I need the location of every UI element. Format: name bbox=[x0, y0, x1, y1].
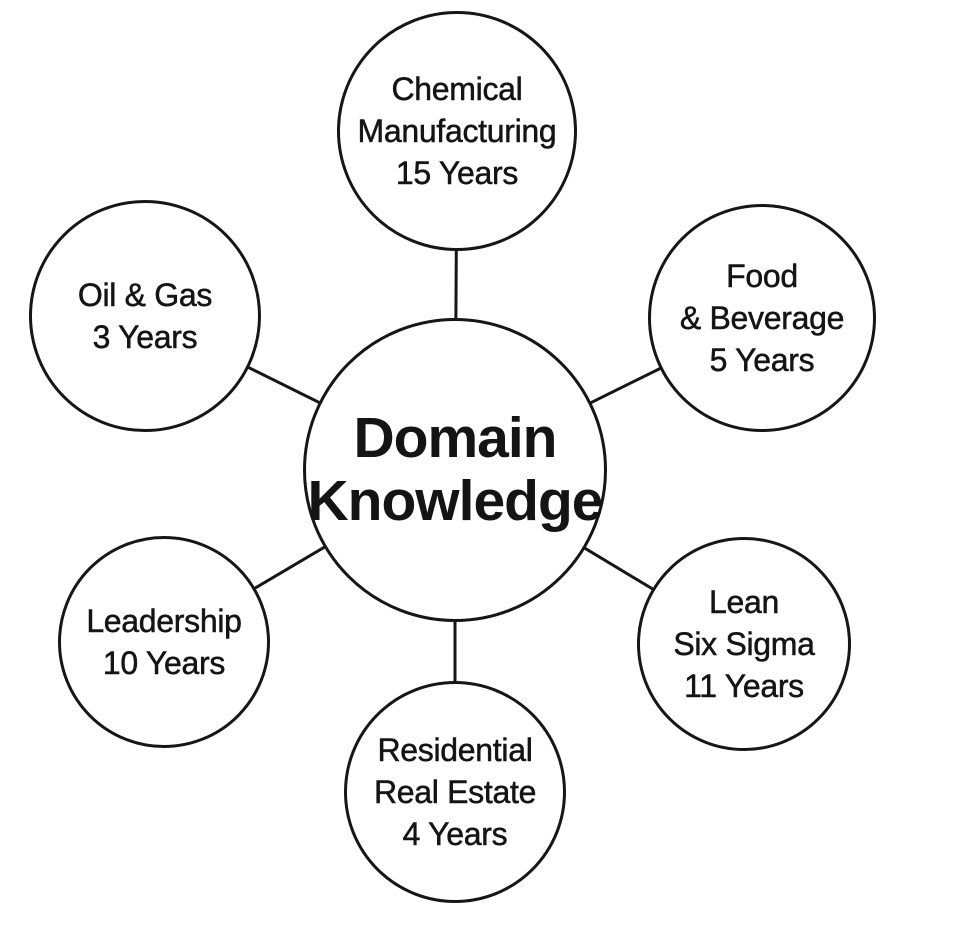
node-label-line: Oil & Gas bbox=[77, 277, 213, 314]
node-label-line: Manufacturing bbox=[357, 113, 557, 150]
node-food-beverage: Food & Beverage 5 Years bbox=[648, 204, 876, 432]
hub-domain-knowledge: Domain Knowledge bbox=[303, 318, 607, 622]
node-label-line: 15 Years bbox=[395, 155, 519, 192]
node-label-line: 3 Years bbox=[92, 319, 198, 356]
node-oil-and-gas: Oil & Gas 3 Years bbox=[29, 200, 261, 432]
node-label-line: Real Estate bbox=[373, 774, 537, 811]
node-label-line: Six Sigma bbox=[673, 626, 815, 663]
node-leadership: Leadership 10 Years bbox=[58, 536, 270, 748]
node-label-line: Lean bbox=[709, 584, 780, 621]
node-lean-six-sigma: Lean Six Sigma 11 Years bbox=[637, 537, 851, 751]
node-chemical-manufacturing: Chemical Manufacturing 15 Years bbox=[337, 11, 577, 251]
node-label-line: Food bbox=[726, 258, 799, 295]
node-label-line: 11 Years bbox=[684, 668, 805, 705]
node-label-line: Chemical bbox=[391, 71, 523, 108]
node-label-line: Residential bbox=[377, 732, 533, 769]
node-label-line: 4 Years bbox=[402, 816, 508, 853]
node-label-line: & Beverage bbox=[679, 300, 845, 337]
hub-label-line: Knowledge bbox=[307, 469, 603, 533]
node-label-line: 5 Years bbox=[709, 342, 815, 379]
hub-label-line: Domain bbox=[353, 406, 557, 470]
node-label-line: Leadership bbox=[86, 603, 242, 640]
node-residential-real-estate: Residential Real Estate 4 Years bbox=[344, 681, 566, 903]
node-label-line: 10 Years bbox=[102, 645, 226, 682]
